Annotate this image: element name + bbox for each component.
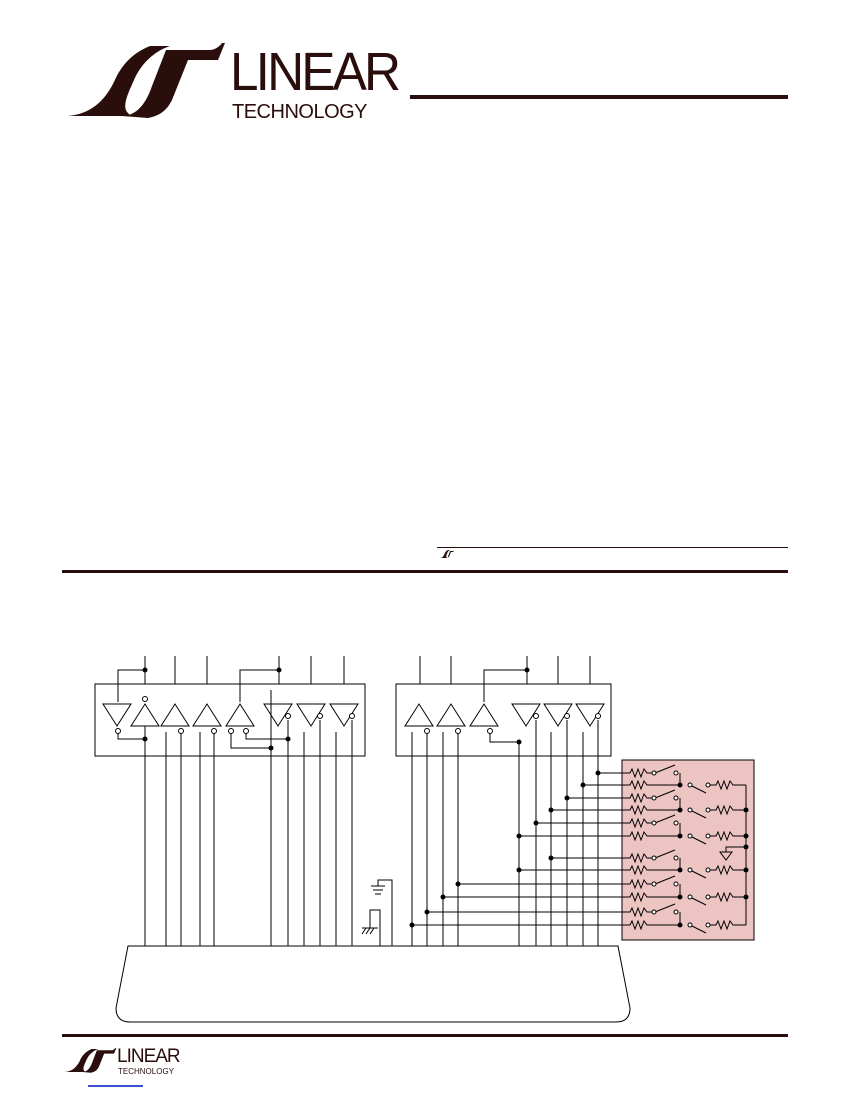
buffer-triangle-icon [192,703,222,727]
logo-wordmark-technology: TECHNOLOGY [232,101,368,123]
buffer-triangle-icon [469,703,499,727]
resistor-icon [625,767,680,931]
buffer-triangle-icon [511,703,541,727]
buffer-triangle-icon [102,703,132,727]
header-logo: LINEAR TECHNOLOGY [60,40,420,125]
buffer-triangle-icon [225,703,255,727]
buffer-triangle-icon [130,703,160,727]
buffer-triangle-icon [160,703,190,727]
logo-wordmark-linear: LINEAR [230,42,401,102]
resistor-panel [621,759,755,941]
footer-wordmark-technology: TECHNOLOGY [118,1067,175,1076]
header-rule [410,95,788,99]
switch-icon [654,764,707,934]
footer-wordmark-linear: LINEAR [117,1046,181,1067]
buffer-triangle-icon [404,703,434,727]
resistor-icon [710,779,746,931]
connector-body [115,945,631,1023]
trademark-rule [437,547,788,548]
section-rule [62,570,788,573]
left-chip [94,683,366,757]
lt-small-logo-icon [440,550,454,558]
footer-logo: LINEAR TECHNOLOGY [62,1046,192,1078]
buffer-triangle-icon [436,703,466,727]
footer-link[interactable] [88,1085,143,1087]
lt-logo-icon [68,43,225,118]
lt-logo-icon [64,1047,117,1073]
ground-icon [719,851,733,861]
right-chip [395,683,612,757]
footer-rule [62,1034,788,1037]
